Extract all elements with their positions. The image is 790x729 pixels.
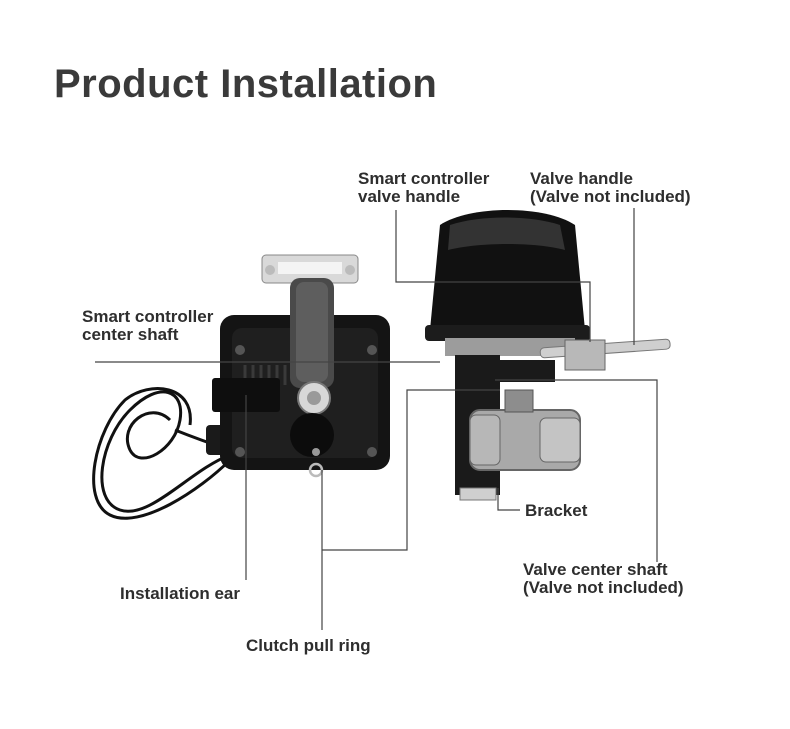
controller-back	[212, 254, 390, 478]
screw-icon	[367, 447, 377, 457]
label-line: (Valve not included)	[530, 187, 691, 206]
label-line: (Valve not included)	[523, 578, 684, 597]
label-line: Valve center shaft	[523, 560, 668, 579]
label-valve-center-shaft: Valve center shaft (Valve not included)	[523, 561, 684, 597]
label-clutch-pull-ring: Clutch pull ring	[246, 636, 371, 655]
label-valve-handle: Valve handle (Valve not included)	[530, 170, 691, 206]
label-smart-controller-valve-handle: Smart controller valve handle	[358, 170, 489, 206]
clutch-knob	[290, 413, 334, 457]
label-line: center shaft	[82, 325, 179, 344]
label-line: valve handle	[358, 187, 461, 206]
page-title: Product Installation	[54, 62, 438, 106]
label-bracket: Bracket	[525, 501, 588, 520]
label-line: Smart controller	[82, 307, 214, 326]
screw-icon	[235, 345, 245, 355]
label-line: Valve handle	[530, 169, 633, 188]
leader-lines	[95, 208, 658, 630]
label-line: Smart controller	[358, 169, 490, 188]
label-smart-controller-center-shaft: Smart controller center shaft	[82, 308, 213, 344]
valve-assembly	[425, 210, 671, 501]
screw-icon	[367, 345, 377, 355]
label-installation-ear: Installation ear	[120, 584, 240, 603]
screw-icon	[235, 447, 245, 457]
